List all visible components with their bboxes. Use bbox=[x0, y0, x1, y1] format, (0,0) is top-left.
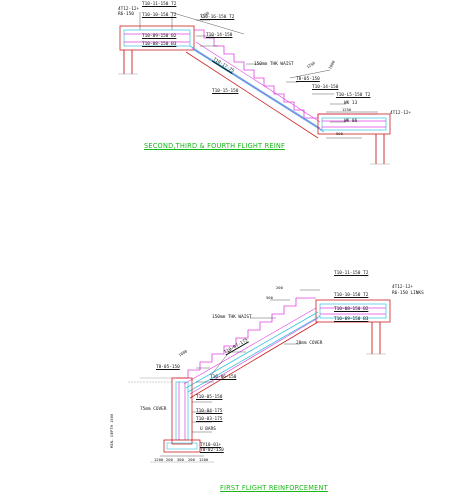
label-r6-upper: R6-150 bbox=[118, 12, 134, 17]
label-t10-10-upper: T10-10-150 T2 bbox=[142, 13, 177, 18]
upper-top-landing bbox=[118, 25, 195, 75]
label-waist-upper: 150mm THK WAIST bbox=[254, 62, 294, 67]
label-dim-200-lower-c: 200 bbox=[188, 457, 195, 462]
upper-bottom-landing bbox=[317, 113, 391, 165]
label-t10-03-lower: T10-03-175 bbox=[196, 417, 223, 422]
label-dim-500-upper: 500 bbox=[336, 131, 343, 136]
label-waist-lower: 150mm THK WAIST bbox=[212, 315, 252, 320]
label-t10-08-upper: T10-08-150 B3 bbox=[142, 42, 177, 47]
label-wk06-upper: WK 06 bbox=[344, 119, 358, 124]
label-t8-02: T8-02-150 bbox=[200, 448, 224, 453]
label-t10-05-lower: T10-05-150 bbox=[196, 395, 223, 400]
label-4t12-upper: 4T12-12+ bbox=[118, 7, 140, 12]
lower-stair-steps bbox=[176, 297, 316, 379]
label-dim-1200-lower-a: 1200 bbox=[154, 457, 164, 462]
upper-flight-drawing bbox=[118, 11, 391, 165]
label-t10-l5-upper: T10-L5-150 T2 bbox=[336, 93, 371, 98]
label-dim-500-lower: 500 bbox=[266, 295, 273, 300]
label-4t12-lower: 4T12-12+ bbox=[392, 285, 414, 290]
label-min-depth: MIN. DEPTH 1500 bbox=[109, 413, 114, 448]
label-t10-16-upper: T10-16-150 T2 bbox=[200, 15, 235, 20]
label-r6-links-lower: R6-150 LINKS bbox=[392, 291, 424, 296]
label-t10-06-lower: T10-06-150 bbox=[210, 375, 237, 380]
label-wk13-upper: WK 13 bbox=[344, 101, 358, 106]
label-t10-10-lower: T10-10-150 T2 bbox=[334, 293, 369, 298]
lower-base-footing bbox=[128, 377, 214, 463]
label-ty10-01: TY10-01+ bbox=[200, 443, 222, 448]
label-dim-200-lower: 200 bbox=[276, 285, 283, 290]
label-t10-08-lower: T10-08-150 B2 bbox=[334, 307, 369, 312]
label-t10-04-lower: T10-04-175 bbox=[196, 409, 223, 414]
label-t10-15-upper: T10-15-150 bbox=[212, 89, 239, 94]
label-t10-14-upper-a: T10-14-150 bbox=[206, 33, 233, 38]
label-dim-1250-upper-b: 1250 bbox=[342, 107, 352, 112]
label-u-bars: U BARS bbox=[200, 427, 216, 432]
label-t10-14-upper-b: T10-14-150 bbox=[312, 85, 339, 90]
label-4t12-upper-b: 4T12-12+ bbox=[390, 111, 412, 116]
label-t10-11-lower: T10-11-150 T2 bbox=[334, 271, 369, 276]
upper-waist-slab bbox=[185, 41, 325, 139]
label-20mm-cover: 20mm COVER bbox=[296, 341, 323, 346]
lower-waist-slab bbox=[183, 307, 321, 399]
label-dim-1200-lower-b: 1200 bbox=[199, 457, 209, 462]
lower-flight-drawing bbox=[128, 289, 391, 463]
lower-flight-title: FIRST FLIGHT REINFORCEMENT bbox=[220, 484, 328, 492]
upper-flight-title: SECOND,THIRD & FOURTH FLIGHT REINF bbox=[144, 142, 285, 150]
upper-leaders bbox=[139, 11, 378, 139]
label-t10-09-upper: T10-09-150 B2 bbox=[142, 34, 177, 39]
label-75mm-cover: 75mm COVER bbox=[140, 407, 167, 412]
label-t10-11-upper: T10-11-150 T2 bbox=[142, 2, 177, 7]
label-t8-05-upper: T8-05-150 bbox=[296, 77, 320, 82]
lower-top-landing bbox=[315, 299, 391, 355]
lower-leaders bbox=[160, 289, 320, 457]
label-dim-300-lower: 300 bbox=[177, 457, 184, 462]
label-t8-05-lower: T8-05-150 bbox=[156, 365, 180, 370]
label-t10-09-lower: T10-09-150 B3 bbox=[334, 317, 369, 322]
label-dim-200-lower-b: 200 bbox=[166, 457, 173, 462]
